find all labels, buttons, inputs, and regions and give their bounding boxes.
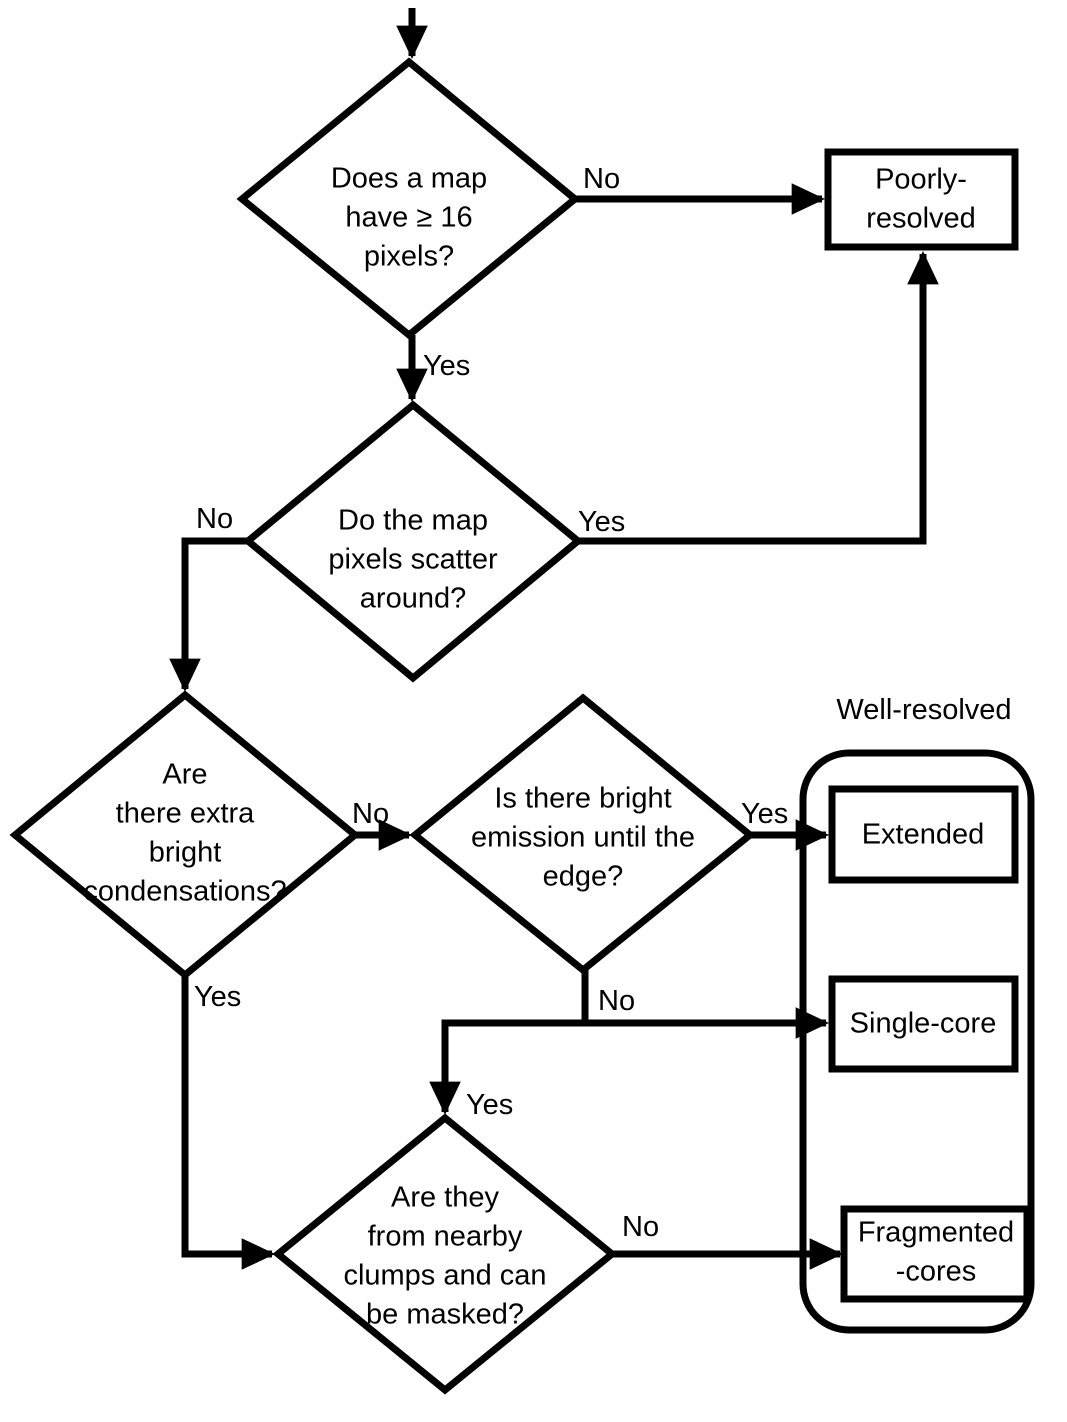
- fragmented-cores-line-1: Fragmented: [858, 1217, 1014, 1249]
- decision-node-bright-emission[interactable]: Is there bright emission until the edge?: [409, 693, 756, 975]
- edge-label-d3-no: No: [352, 798, 389, 830]
- decision-5-line-4: be masked?: [366, 1299, 524, 1331]
- edge-label-d1-no: No: [583, 163, 620, 195]
- decision-4-line-2: emission until the: [471, 822, 695, 854]
- well-resolved-group: [799, 749, 1035, 1334]
- edge-label-d2-yes: Yes: [578, 506, 625, 538]
- edge-label-d5-no: No: [622, 1211, 659, 1243]
- decision-4-line-1: Is there bright: [494, 783, 671, 815]
- decision-3-line-1: Are: [162, 759, 207, 791]
- decision-3-line-4: condensations?: [83, 876, 286, 908]
- connector-d2-no: [169, 537, 248, 693]
- fragmented-cores-line-2: -cores: [896, 1256, 977, 1288]
- box-shape: [828, 975, 1019, 1073]
- decision-5-line-3: clumps and can: [343, 1260, 546, 1292]
- connector-d4-no-to-d5: [429, 1019, 585, 1116]
- terminal-node-extended[interactable]: Extended: [828, 785, 1019, 884]
- decision-node-bright-condensations[interactable]: Are there extra bright condensations?: [9, 690, 361, 980]
- decision-4-line-3: edge?: [543, 861, 624, 893]
- box-shape: [840, 1205, 1031, 1303]
- edge-label-d4-no: No: [598, 985, 635, 1017]
- edge-label-d5-yes: Yes: [466, 1089, 513, 1121]
- decision-node-pixels-scatter[interactable]: Do the map pixels scatter around?: [242, 400, 584, 683]
- diamond-shape: [242, 400, 584, 683]
- diamond-shape: [409, 693, 756, 975]
- single-core-label: Single-core: [850, 1008, 997, 1040]
- edge-label-d1-yes: Yes: [423, 350, 470, 382]
- decision-2-line-2: pixels scatter: [328, 544, 498, 576]
- box-shape: [824, 148, 1019, 251]
- decision-3-line-2: there extra: [116, 798, 255, 830]
- box-shape: [828, 785, 1019, 884]
- edge-label-d3-yes: Yes: [194, 981, 241, 1013]
- diamond-shape: [236, 57, 581, 340]
- poorly-resolved-line-2: resolved: [866, 203, 976, 235]
- decision-5-line-2: from nearby: [368, 1221, 523, 1253]
- decision-node-map-pixels[interactable]: Does a map have ≥ 16 pixels?: [236, 57, 581, 340]
- decision-2-line-1: Do the map: [338, 505, 488, 537]
- terminal-node-poorly-resolved[interactable]: Poorly- resolved: [824, 148, 1019, 251]
- poorly-resolved-line-1: Poorly-: [875, 164, 967, 196]
- decision-3-line-3: bright: [149, 837, 222, 869]
- well-resolved-group-label: Well-resolved: [836, 694, 1011, 726]
- diamond-shape: [9, 690, 361, 980]
- decision-1-line-2: have ≥ 16: [345, 202, 472, 234]
- terminal-node-fragmented-cores[interactable]: Fragmented -cores: [840, 1205, 1031, 1303]
- decision-node-nearby-clumps[interactable]: Are they from nearby clumps and can be m…: [272, 1113, 618, 1395]
- connector-d3-yes: [181, 975, 276, 1270]
- edge-label-d2-no: No: [196, 503, 233, 535]
- diamond-shape: [272, 1113, 618, 1395]
- decision-5-line-1: Are they: [391, 1182, 499, 1214]
- connector-d2-yes: [578, 250, 939, 545]
- decision-1-line-3: pixels?: [364, 241, 454, 273]
- extended-label: Extended: [862, 819, 985, 851]
- decision-2-line-3: around?: [360, 583, 466, 615]
- edge-label-d4-yes: Yes: [741, 798, 788, 830]
- terminal-node-single-core[interactable]: Single-core: [828, 975, 1019, 1073]
- decision-1-line-1: Does a map: [331, 163, 487, 195]
